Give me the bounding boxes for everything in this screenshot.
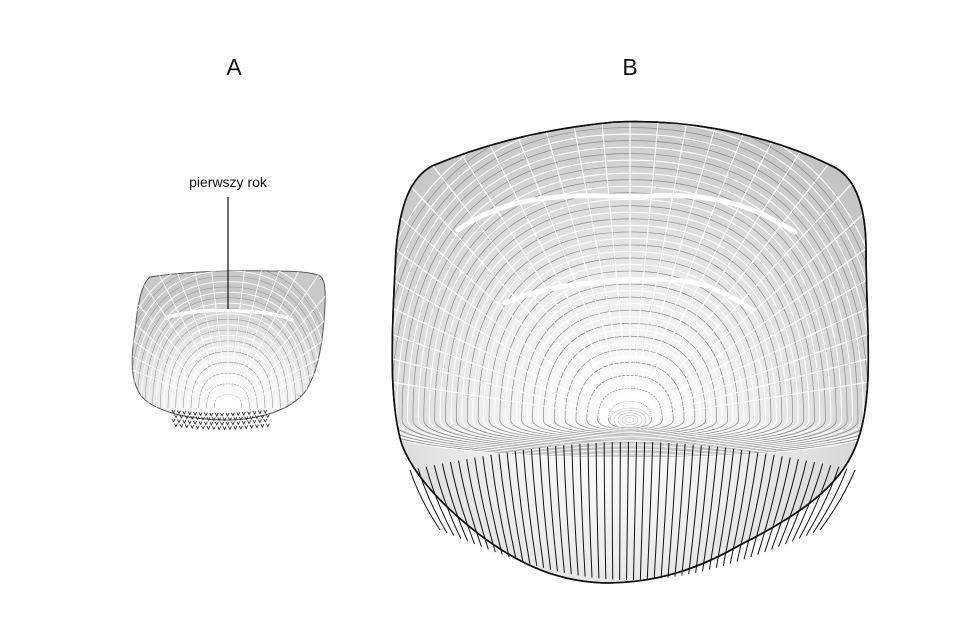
scale-a-ctenii bbox=[171, 409, 270, 431]
scale-b-growth-rings bbox=[392, 121, 869, 459]
scale-a-annulus bbox=[164, 308, 294, 322]
scale-b-edge bbox=[391, 120, 870, 584]
scale-a bbox=[131, 197, 326, 431]
first-year-annotation: pierwszy rok bbox=[189, 174, 267, 190]
scale-b-annuli bbox=[455, 192, 798, 372]
scale-b bbox=[391, 120, 870, 584]
scale-b-focus bbox=[609, 407, 651, 433]
panel-b-label: B bbox=[622, 54, 638, 80]
panel-a-label: A bbox=[226, 54, 242, 80]
scale-a-growth-rings bbox=[132, 270, 326, 409]
